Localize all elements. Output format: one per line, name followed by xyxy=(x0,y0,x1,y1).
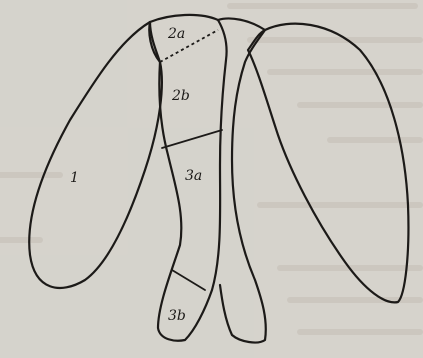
label-region-1: 1 xyxy=(70,170,79,186)
label-region-3b: 3b xyxy=(168,308,186,324)
label-region-2a: 2a xyxy=(167,26,185,42)
label-region-2b: 2b xyxy=(171,88,190,104)
label-region-3a: 3a xyxy=(185,168,202,184)
